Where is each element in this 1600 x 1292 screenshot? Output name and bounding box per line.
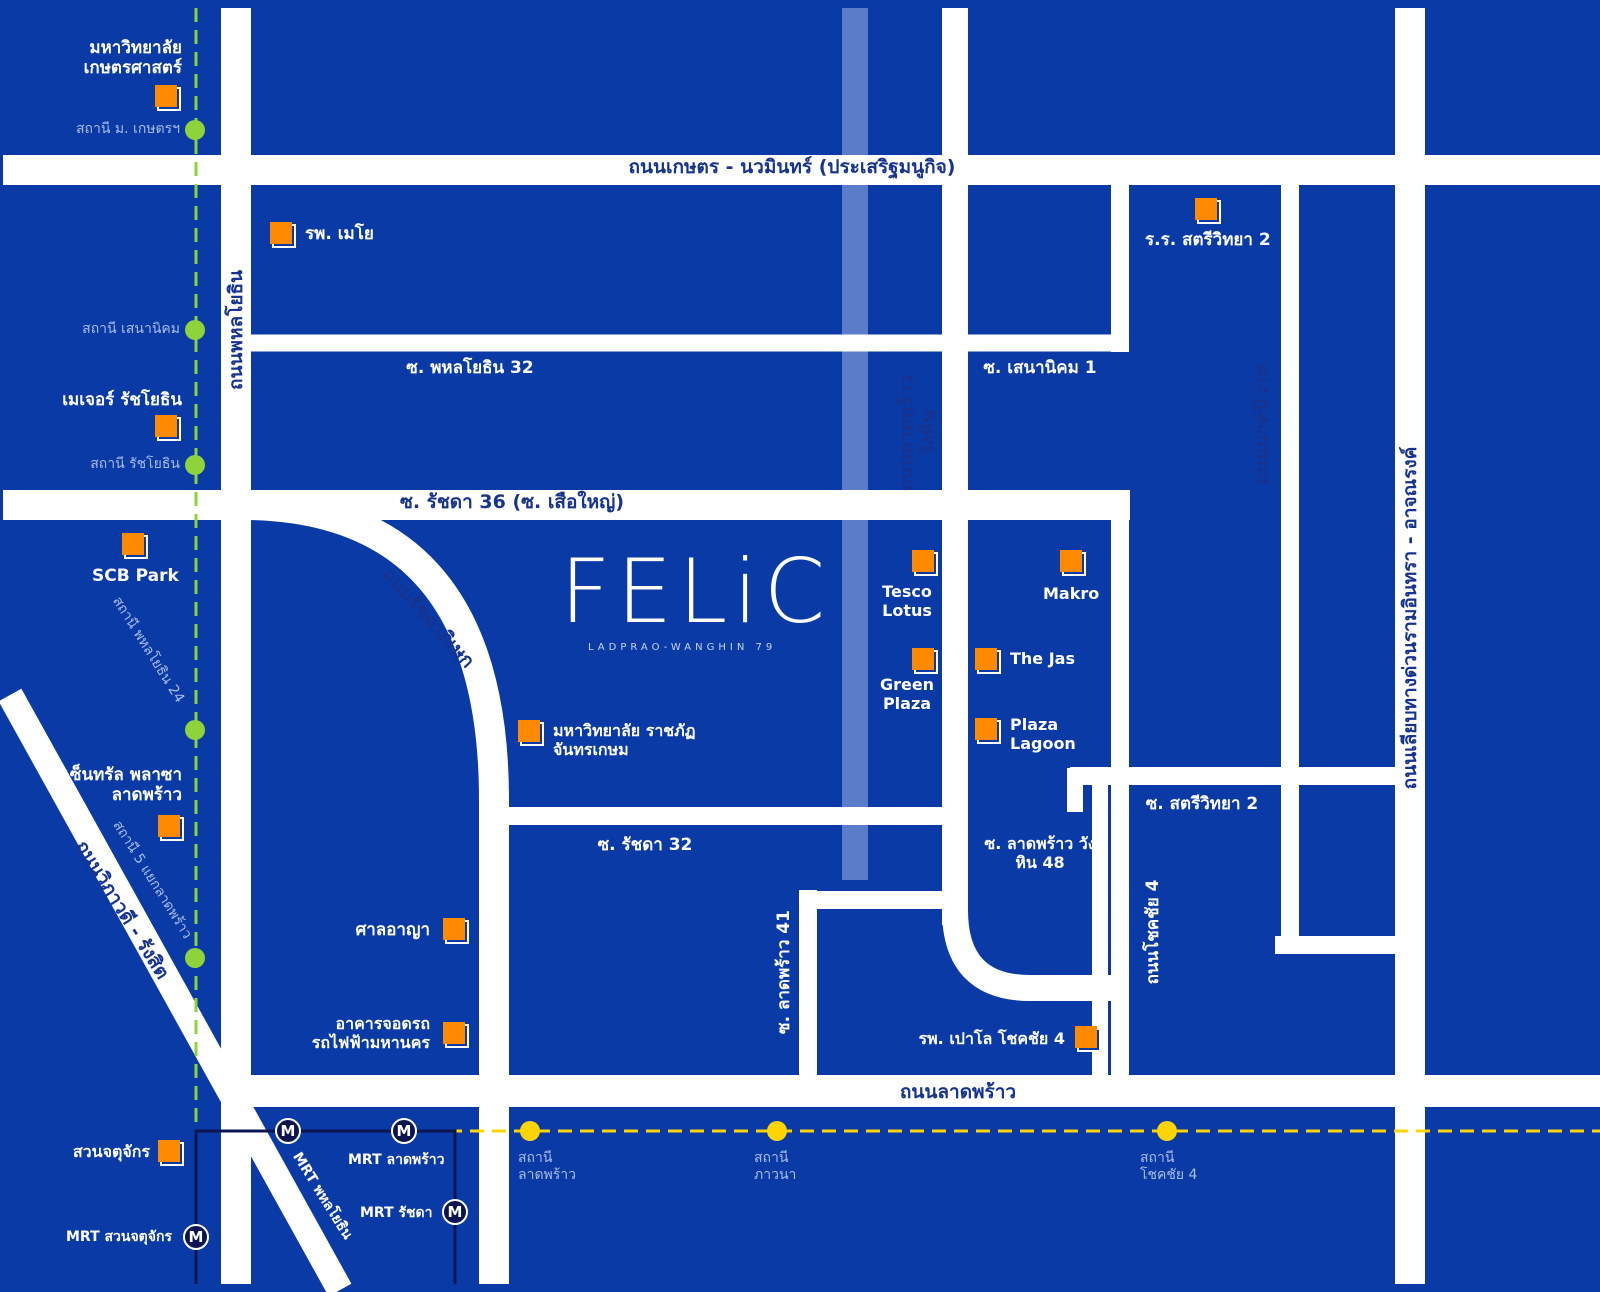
orange-square-icon [158,1140,180,1162]
road-label-phahonyothin-32: ซ. พหลโยธิน 32 [406,357,534,378]
landmark-label-chandrakasem: มหาวิทยาลัย ราชภัฏจันทรเกษม [553,721,696,759]
landmark-label-satriwit: ร.ร. สตรีวิทยา 2 [1145,230,1271,250]
road-label-ratchada-32: ซ. รัชดา 32 [597,834,693,855]
road-label-ladprao-41: ซ. ลาดพร้าว 41 [773,910,794,1034]
landmark-label-tesco: Tesco Lotus [882,582,932,620]
landmark-label-makro: Makro [1043,584,1100,603]
green-dot-icon [185,948,205,968]
road-wanghin-curve [942,909,1112,1001]
brand-name: FELiC [560,540,832,643]
landmark-label-central: เซ็นทรัล พลาซา ลาดพร้าว [64,765,182,806]
station-label-mrt-ladprao: MRT ลาดพร้าว [348,1152,445,1168]
road-ratchadaphisek [249,490,509,801]
road-label-ladprao-wanghin-48: ซ. ลาดพร้าว วังหิน 48 [984,834,1096,872]
road-label-ladprao: ถนนลาดพร้าว [899,1080,1017,1103]
brand-subtitle: LADPRAO-WANGHIN 79 [588,642,777,653]
landmark-label-scb: SCB Park [92,566,179,586]
yellow-dot-icon [767,1121,787,1141]
station-label-mrt-ratchada: MRT รัชดา [360,1205,433,1221]
yellow-dot-icon [1157,1121,1177,1141]
station-label-ku: สถานี ม. เกษตรฯ [76,121,180,137]
orange-square-icon [155,415,177,437]
orange-square-icon [1195,198,1217,220]
road-label-chokchai-4: ถนนโชคชัย 4 [1142,879,1163,985]
orange-square-icon [912,550,934,572]
orange-square-icon [443,918,465,940]
orange-square-icon [443,1022,465,1044]
landmark-label-plaza-lagoon: Plaza Lagoon [1010,715,1076,753]
landmark-label-ku: มหาวิทยาลัย เกษตรศาสตร์ [83,38,182,79]
mrt-marker-icon: M [442,1199,468,1225]
orange-square-icon [912,648,934,670]
project-logo: FELiC LADPRAO-WANGHIN 79 [560,540,832,654]
station-label-mrt-chatuchak: MRT สวนจตุจักร [66,1229,172,1245]
orange-square-icon [122,533,144,555]
landmark-label-green-plaza: Green Plaza [879,675,935,713]
landmark-label-mrt-depot: อาคารจอดรถ รถไฟฟ้ามหานคร [311,1014,430,1052]
green-dot-icon [185,320,205,340]
road-label-phahonyothin: ถนนพหลโยธิน [224,269,247,391]
station-label-ladprao-y: สถานี ลาดพร้าว [518,1150,577,1183]
mrt-marker-icon: M [183,1224,209,1250]
road-label-ladprao-wanghin: ถนนลาดพร้าว วังหิน [895,374,940,492]
road-label-ratchada-36: ซ. รัชดา 36 (ซ. เสือใหญ่) [399,490,625,513]
landmark-label-paolo: รพ. เปาโล โชคชัย 4 [918,1029,1065,1048]
station-label-chokchai-4: สถานี โชคชัย 4 [1140,1150,1198,1183]
station-label-phawana: สถานี ภาวนา [754,1150,797,1183]
orange-square-icon [1075,1026,1097,1048]
station-label-ratchayothin: สถานี รัชโยธิน [90,456,180,472]
landmark-label-chatuchak: สวนจตุจักร [72,1142,150,1161]
road-label-nak-niwat: ถนนนาคนิวาส [1250,365,1273,485]
landmark-label-mayo: รพ. เมโย [305,224,374,244]
orange-square-icon [155,85,177,107]
orange-square-icon [975,718,997,740]
green-dot-icon [185,455,205,475]
road-vibhavadi [0,688,352,1292]
road-label-senanikom-1: ซ. เสนานิคม 1 [983,357,1097,378]
orange-square-icon [270,222,292,244]
mrt-marker-icon: M [275,1118,301,1144]
orange-square-icon [1060,550,1082,572]
green-dot-icon [185,120,205,140]
orange-square-icon [158,815,180,837]
station-label-senanikom: สถานี เสนานิคม [82,321,180,337]
landmark-label-court: ศาลอาญา [355,920,430,940]
road-label-satriwitthaya-2: ซ. สตรีวิทยา 2 [1145,793,1259,814]
landmark-label-the-jas: The Jas [1010,649,1075,668]
orange-square-icon [518,720,540,742]
yellow-dot-icon [520,1121,540,1141]
orange-square-icon [975,648,997,670]
road-label-expressway-ramintra: ถนนเลียบทางด่วนรามอินทรา - อาจณรงค์ [1398,446,1421,790]
mrt-marker-icon: M [391,1118,417,1144]
landmark-label-major: เมเจอร์ รัชโยธิน [62,390,182,410]
road-label-kaset-nawamin: ถนนเกษตร - นวมินทร์ (ประเสริฐมนูกิจ) [628,155,956,178]
green-dot-icon [185,720,205,740]
